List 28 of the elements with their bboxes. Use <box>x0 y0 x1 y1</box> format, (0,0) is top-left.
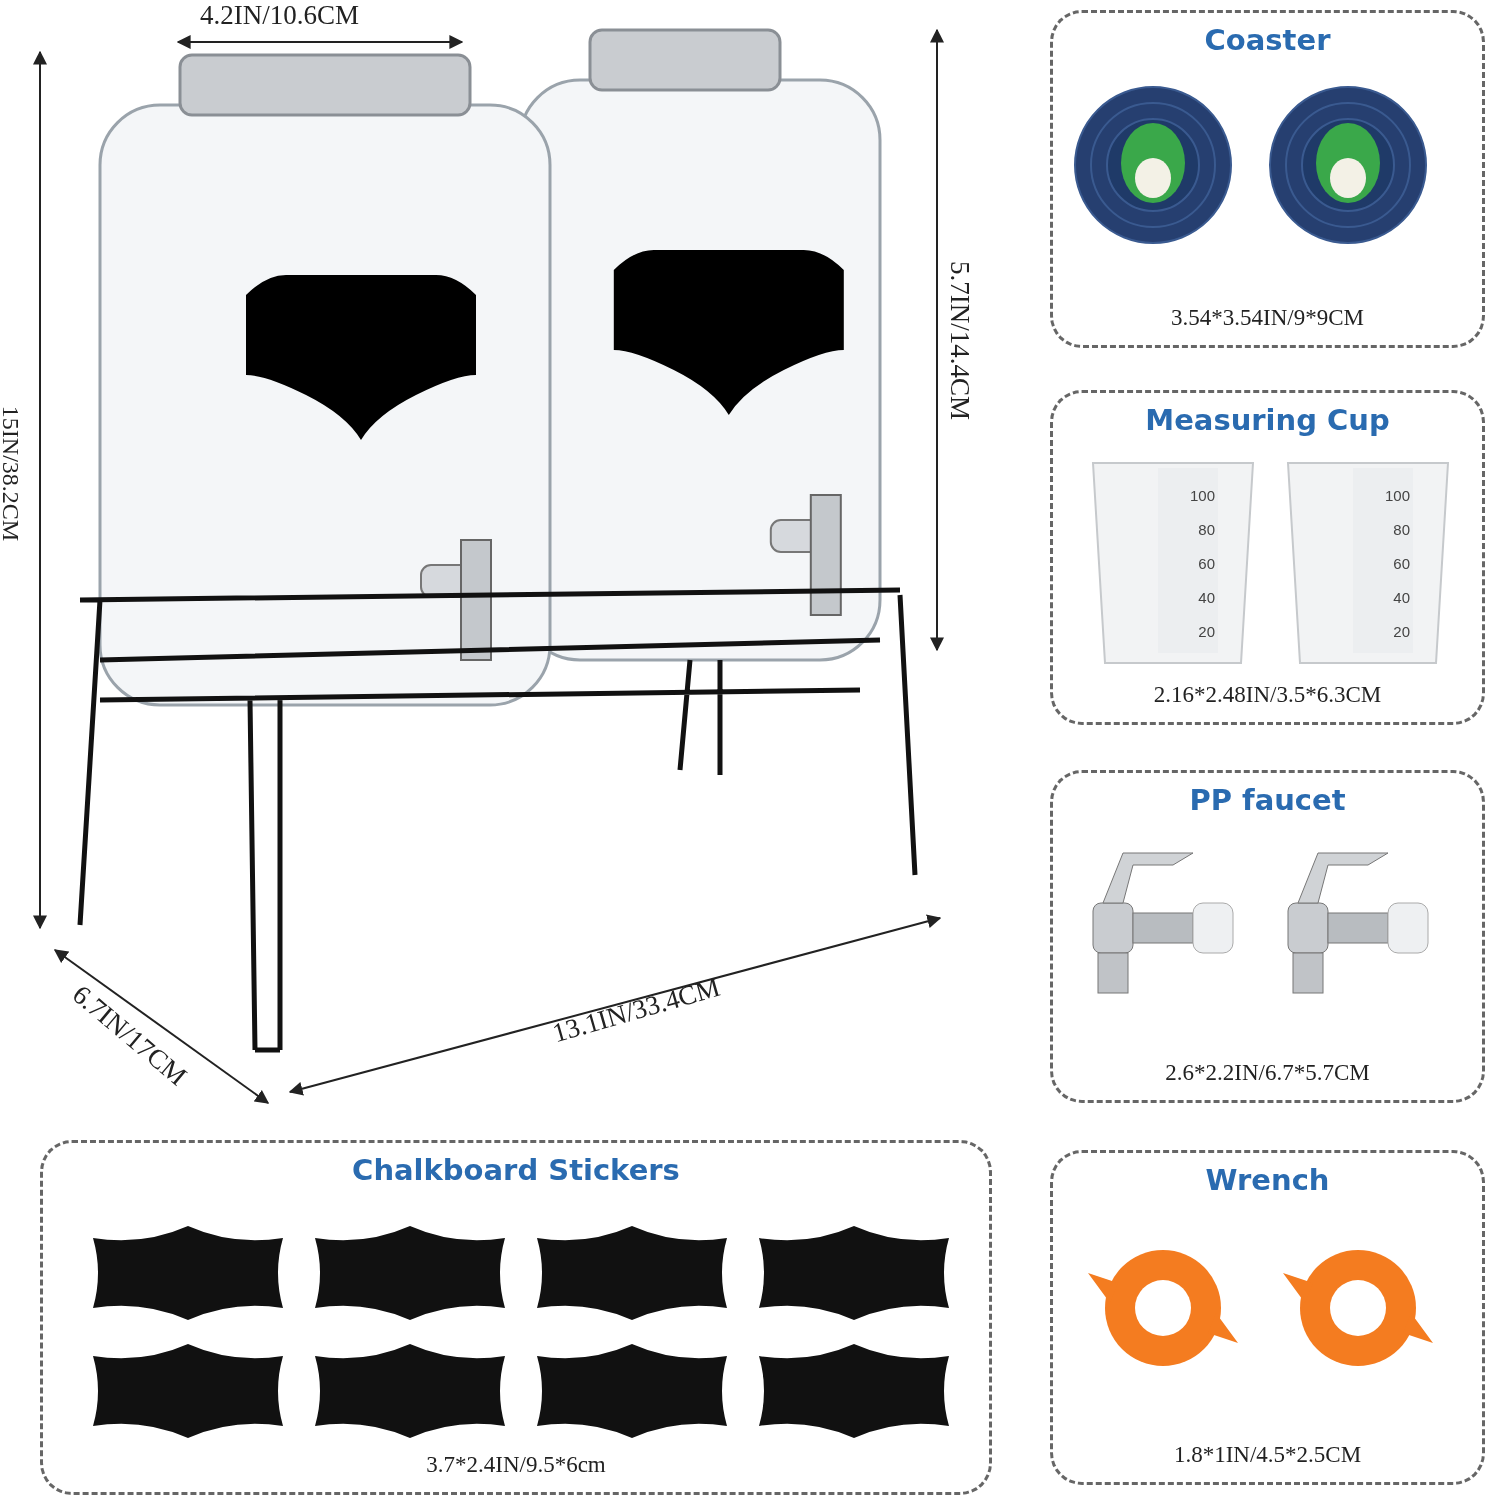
graduation-number: 40 <box>1198 589 1215 606</box>
graduation-number: 40 <box>1393 589 1410 606</box>
size-label: 2.16*2.48IN/3.5*6.3CM <box>1153 682 1382 708</box>
dimension-label: 4.2IN/10.6CM <box>200 0 359 31</box>
size-label: 3.54*3.54IN/9*9CM <box>1171 305 1364 331</box>
graduation-number: 20 <box>1393 623 1410 640</box>
panel-heading: Coaster <box>1204 23 1331 57</box>
graduation-number: 100 <box>1384 487 1410 504</box>
panel-heading: Measuring Cup <box>1145 403 1390 437</box>
panel-heading: PP faucet <box>1189 783 1346 817</box>
size-label: 1.8*1IN/4.5*2.5CM <box>1173 1442 1362 1468</box>
product-panel <box>1050 1150 1485 1485</box>
panel-heading: Wrench <box>1205 1163 1330 1197</box>
product-panel <box>1050 10 1485 348</box>
graduation-number: 80 <box>1198 521 1215 538</box>
graduation-number: 80 <box>1393 521 1410 538</box>
graduation-number: 20 <box>1198 623 1215 640</box>
product-panel <box>40 1140 992 1495</box>
dimension-label: 5.7IN/14.4CM <box>944 261 975 420</box>
dimension-label: 15IN/38.2CM <box>0 405 25 542</box>
graduation-number: 100 <box>1189 487 1215 504</box>
panel-heading: Chalkboard Stickers <box>352 1153 680 1187</box>
size-label: 2.6*2.2IN/6.7*5.7CM <box>1165 1060 1370 1086</box>
size-label: 3.7*2.4IN/9.5*6cm <box>426 1452 606 1478</box>
graduation-number: 60 <box>1393 555 1410 572</box>
graduation-number: 60 <box>1198 555 1215 572</box>
product-panel <box>1050 390 1485 725</box>
product-panel <box>1050 770 1485 1103</box>
